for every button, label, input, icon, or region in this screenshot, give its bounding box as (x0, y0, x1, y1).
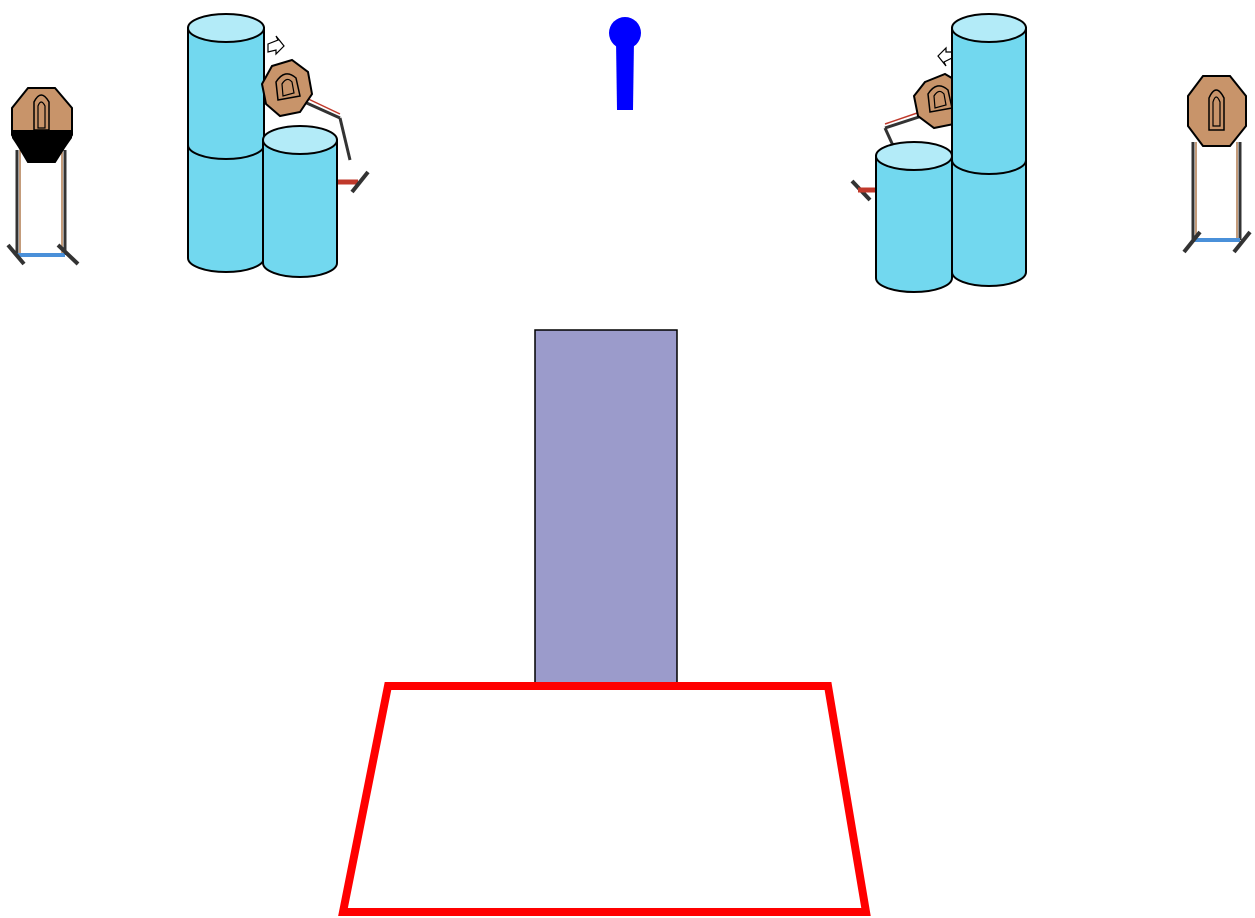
barrel-icon (951, 159, 1027, 287)
popper (609, 17, 641, 110)
hardcover-black (12, 130, 72, 162)
wall-icon (534, 329, 678, 686)
shooting-area (338, 682, 871, 916)
barrel-icon (262, 125, 338, 278)
paper-target-icon (11, 87, 73, 163)
wall (534, 329, 678, 686)
barrel-icon (187, 144, 265, 273)
right-paper-target (1182, 75, 1252, 254)
right-barrel-stack (850, 13, 1027, 293)
shooting-box-icon (338, 682, 871, 916)
steel-popper-icon (609, 17, 641, 110)
target-stand (1182, 142, 1252, 254)
target-stand (6, 150, 80, 266)
barrel-icon (951, 13, 1027, 175)
barrel-icon (875, 141, 953, 293)
left-barrel-stack (187, 13, 370, 278)
left-paper-target (6, 87, 80, 266)
swinger-target-icon (260, 35, 370, 194)
barrel-icon (187, 13, 265, 160)
paper-target-icon (1187, 75, 1247, 147)
left-swinger-target (260, 35, 370, 194)
